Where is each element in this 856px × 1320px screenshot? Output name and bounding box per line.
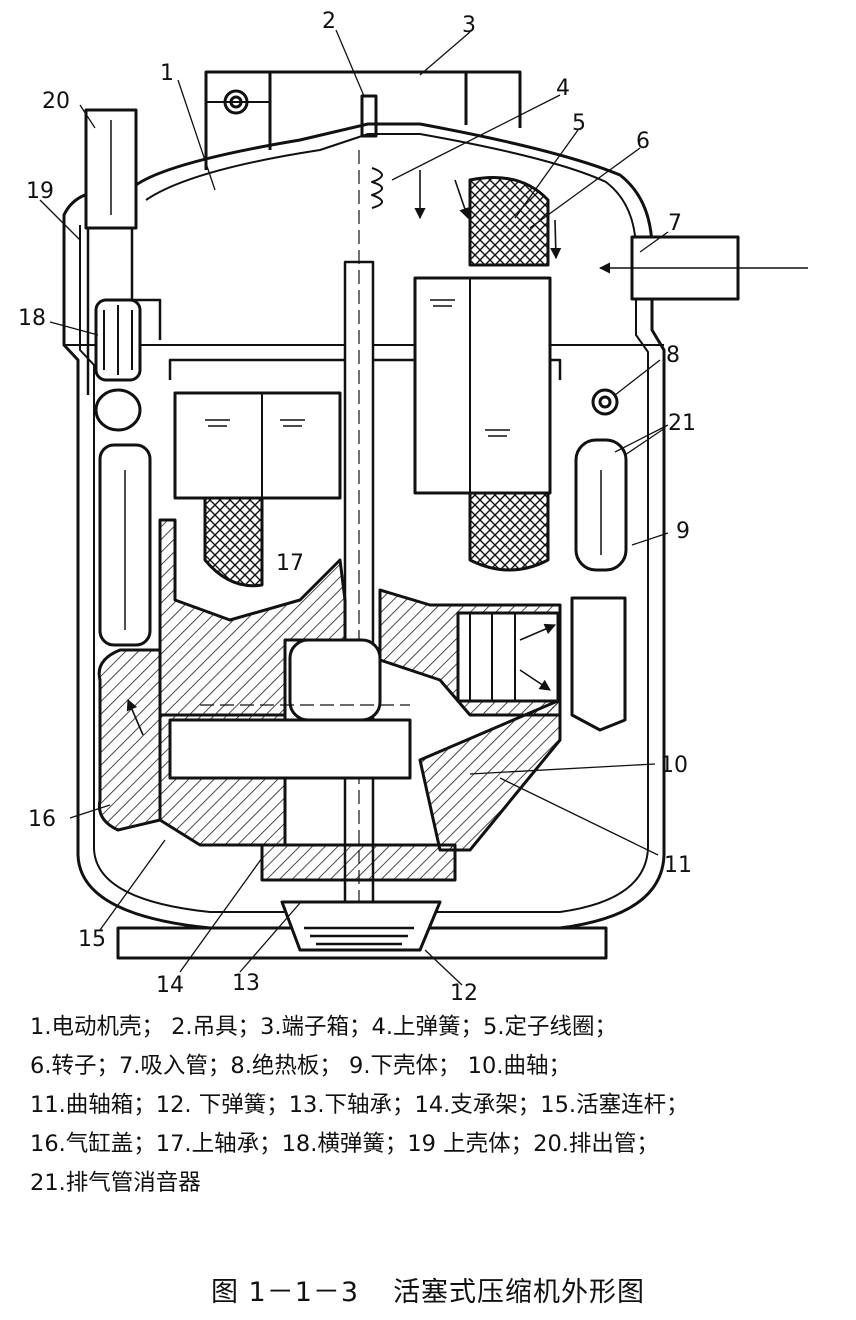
callout-6: 6: [636, 129, 650, 154]
diagram-body: [39, 29, 808, 986]
legend-row: 16.气缸盖；17.上轴承；18.横弹簧；19 上壳体；20.排出管；: [30, 1131, 659, 1157]
callout-8: 8: [666, 343, 680, 368]
callout-17: 17: [276, 551, 304, 576]
stator-coil-left: [203, 493, 264, 588]
legend-row: 21.排气管消音器: [30, 1170, 201, 1196]
stator-coil-right: [468, 176, 550, 267]
callout-5: 5: [572, 111, 586, 136]
figure-number: 图 1－1－3: [210, 1277, 360, 1308]
parts-legend: 1.电动机壳； 2.吊具；3.端子箱；4.上弹簧；5.定子线圈； 6.转子；7.…: [30, 1008, 840, 1203]
callout-4: 4: [556, 76, 570, 101]
callout-12: 12: [450, 981, 478, 1000]
callout-13: 13: [232, 971, 260, 996]
callout-20: 20: [42, 89, 70, 114]
callout-3: 3: [462, 13, 476, 38]
callout-1: 1: [160, 61, 174, 86]
callout-19: 19: [26, 179, 54, 204]
callout-21: 21: [668, 411, 696, 436]
upper-spring: [371, 167, 383, 209]
callout-16: 16: [28, 807, 56, 832]
callout-10: 10: [660, 753, 688, 778]
piston-rod: [168, 718, 412, 780]
cylinder-cover: [97, 648, 162, 832]
callout-2: 2: [322, 9, 336, 34]
figure-caption: 图 1－1－3 活塞式压缩机外形图: [0, 1270, 856, 1309]
hanger: [360, 94, 378, 138]
figure-title: 活塞式压缩机外形图: [393, 1277, 646, 1308]
legend-row: 6.转子；7.吸入管；8.绝热板； 9.下壳体； 10.曲轴；: [30, 1053, 571, 1079]
valve-block: [456, 611, 560, 703]
callout-15: 15: [78, 927, 106, 952]
callout-9: 9: [676, 519, 690, 544]
callout-7: 7: [668, 211, 682, 236]
rotor: [413, 276, 552, 495]
terminal-box: [204, 70, 522, 170]
legend-row: 1.电动机壳； 2.吊具；3.端子箱；4.上弹簧；5.定子线圈；: [30, 1014, 617, 1040]
callout-14: 14: [156, 973, 184, 998]
callout-11: 11: [664, 853, 692, 878]
insulation-plate: [591, 388, 619, 416]
lower-spring-cup: [280, 900, 442, 952]
lower-bearing: [260, 843, 457, 882]
legend-row: 11.曲轴箱；12. 下弹簧；13.下轴承；14.支承架；15.活塞连杆；: [30, 1092, 689, 1118]
compressor-diagram: 1 2 3 4 5 6 7 8 9 10 11 12 13 14 15 16 1…: [18, 9, 808, 1000]
callout-18: 18: [18, 306, 46, 331]
outer-shell: [62, 122, 666, 930]
